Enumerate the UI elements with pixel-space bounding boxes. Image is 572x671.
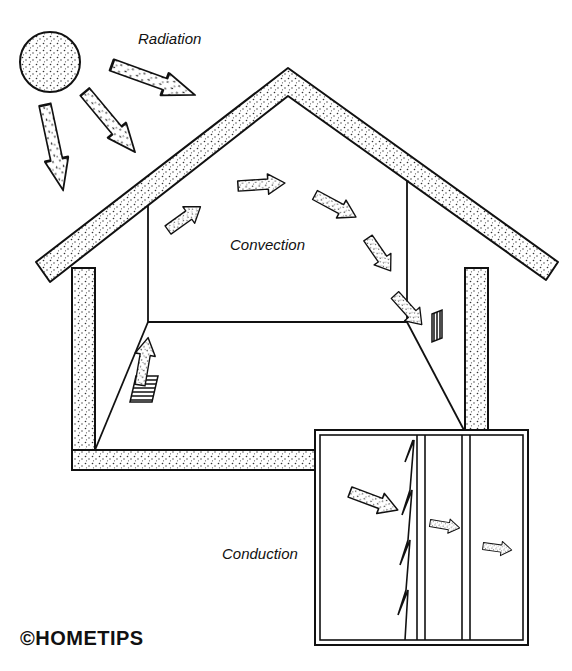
radiation-arrows	[33, 54, 199, 193]
floor	[72, 450, 322, 470]
room-lines	[95, 181, 465, 450]
vents	[130, 310, 442, 402]
sun	[20, 32, 80, 92]
left-wall	[72, 268, 95, 470]
watermark: ©HOMETIPS	[20, 627, 144, 650]
radiation-label: Radiation	[138, 30, 201, 47]
conduction-label: Conduction	[222, 545, 298, 562]
convection-arrows	[130, 173, 429, 387]
convection-label: Convection	[230, 236, 305, 253]
conduction-inset	[315, 430, 528, 645]
roof	[36, 68, 558, 282]
right-wall	[465, 268, 488, 438]
